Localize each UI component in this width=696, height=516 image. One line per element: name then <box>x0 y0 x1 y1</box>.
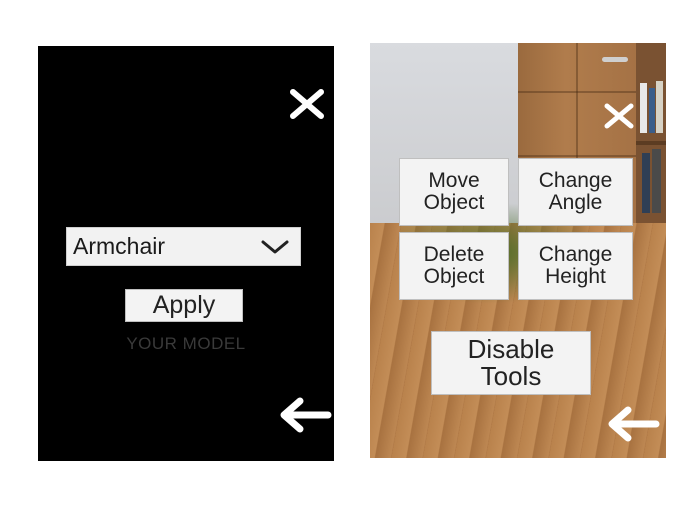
bookshelf <box>636 43 666 233</box>
arrow-left-icon[interactable] <box>606 405 660 443</box>
close-icon[interactable] <box>288 88 326 120</box>
arrow-left-icon[interactable] <box>278 396 332 434</box>
your-model-label: YOUR MODEL <box>126 334 246 353</box>
chevron-down-icon <box>261 240 289 254</box>
ar-tools-screen: Move Object Change Angle Delete Object C… <box>370 43 666 458</box>
apply-button[interactable]: Apply <box>125 289 243 322</box>
close-icon[interactable] <box>603 102 635 130</box>
move-object-button[interactable]: Move Object <box>399 158 509 226</box>
change-height-button[interactable]: Change Height <box>518 232 633 300</box>
disable-tools-button[interactable]: Disable Tools <box>431 331 591 395</box>
model-selection-screen: Armchair Apply YOUR MODEL <box>38 46 334 461</box>
change-angle-button[interactable]: Change Angle <box>518 158 633 226</box>
model-dropdown[interactable]: Armchair <box>66 227 301 266</box>
delete-object-button[interactable]: Delete Object <box>399 232 509 300</box>
model-dropdown-value: Armchair <box>73 233 166 259</box>
